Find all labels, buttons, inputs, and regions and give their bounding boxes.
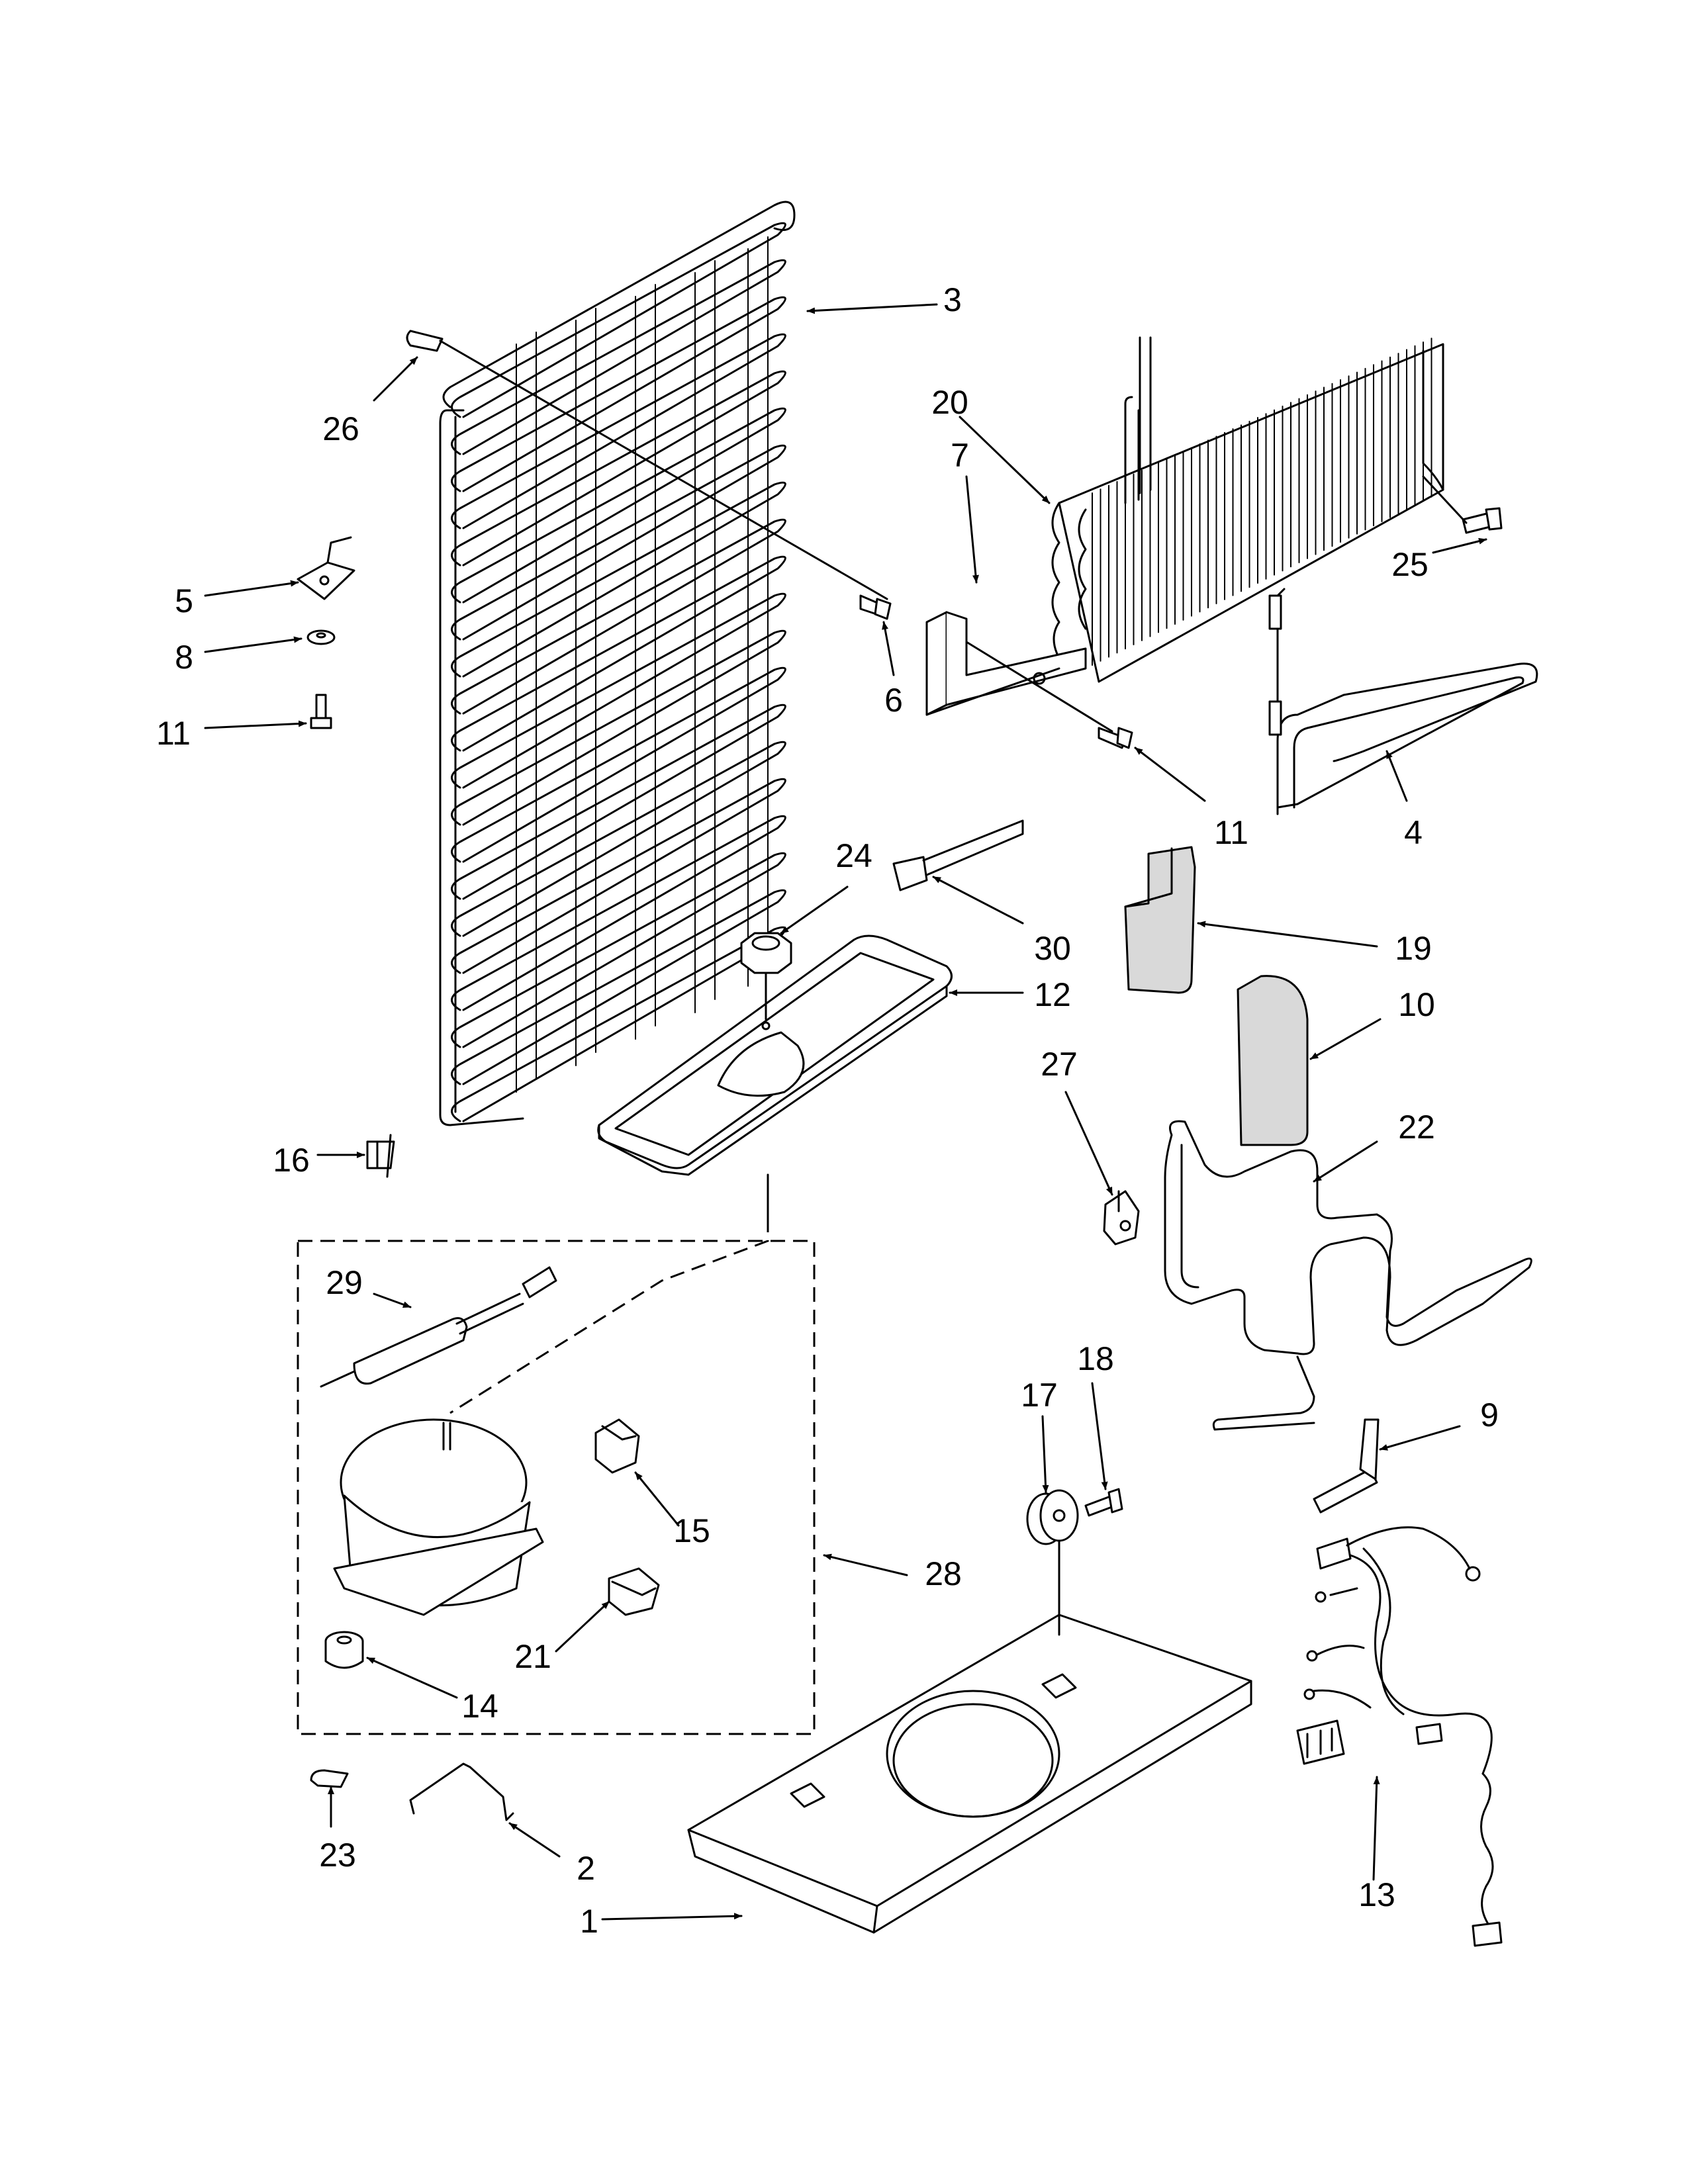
callout-21: 21 [514, 1638, 551, 1675]
callout-23: 23 [319, 1837, 356, 1874]
callout-4: 4 [1404, 814, 1423, 851]
callout-7: 7 [951, 437, 969, 474]
evaporator-bracket[interactable] [925, 611, 1087, 716]
callout-11-left: 11 [156, 715, 191, 752]
tube-9[interactable] [1313, 1418, 1380, 1514]
roller[interactable] [1026, 1489, 1079, 1545]
callout-24: 24 [835, 837, 872, 874]
drain-pan[interactable] [597, 934, 953, 1219]
callout-18: 18 [1077, 1340, 1114, 1377]
callout-1: 1 [580, 1903, 598, 1940]
callout-6: 6 [884, 682, 903, 719]
tube-clip-16[interactable] [366, 1134, 395, 1178]
callout-22: 22 [1398, 1109, 1435, 1146]
callout-5: 5 [175, 582, 193, 619]
callout-8: 8 [175, 639, 193, 676]
callout-9: 9 [1480, 1396, 1499, 1433]
hex-nut[interactable] [740, 932, 792, 974]
mounting-bracket[interactable] [297, 536, 355, 600]
callout-19: 19 [1395, 930, 1432, 967]
start-relay[interactable] [594, 1418, 640, 1474]
callout-25: 25 [1391, 546, 1429, 583]
grommet-washer[interactable] [306, 629, 336, 645]
callout-30: 30 [1034, 930, 1071, 967]
callout-14: 14 [461, 1688, 498, 1725]
compressor-assembly[interactable] [297, 1218, 816, 1735]
grommet-14[interactable] [324, 1631, 364, 1669]
screw-6[interactable] [859, 594, 892, 620]
wire-bracket-2[interactable] [409, 1762, 514, 1821]
roller-axle[interactable] [1084, 1488, 1123, 1517]
clip-23[interactable] [310, 1769, 349, 1788]
callout-10: 10 [1398, 986, 1435, 1023]
callout-20: 20 [931, 384, 968, 421]
screw-26[interactable] [406, 330, 888, 600]
foam-block-19[interactable] [1124, 846, 1196, 994]
callout-15: 15 [673, 1512, 710, 1549]
screw-25[interactable] [1422, 475, 1503, 534]
callout-labels: 3 20 7 25 26 5 8 11 6 11 4 24 30 19 12 1… [156, 281, 1499, 1940]
cable-tie[interactable] [892, 819, 1024, 891]
callout-26: 26 [322, 410, 359, 447]
evaporator-coil[interactable] [1051, 336, 1444, 683]
overload-protector[interactable] [608, 1567, 660, 1616]
wire-harness[interactable] [1296, 1526, 1503, 1947]
tube-clip-27[interactable] [1103, 1190, 1140, 1246]
callout-29: 29 [326, 1264, 363, 1301]
screw-11-right[interactable] [965, 641, 1133, 749]
base-pan[interactable] [687, 1541, 1252, 1934]
callout-12: 12 [1034, 976, 1071, 1013]
condenser-coil[interactable] [439, 201, 796, 1126]
callout-17: 17 [1021, 1377, 1058, 1414]
callout-2: 2 [577, 1850, 595, 1887]
callout-28: 28 [925, 1555, 962, 1592]
callout-16: 16 [273, 1142, 310, 1179]
suction-tube[interactable] [1164, 1120, 1532, 1431]
callout-3: 3 [943, 281, 962, 318]
filter-drier[interactable] [320, 1266, 557, 1388]
foam-block-10[interactable] [1237, 975, 1309, 1146]
callout-arrows [204, 303, 1487, 1921]
callout-13: 13 [1358, 1876, 1395, 1913]
screw-left[interactable] [310, 694, 332, 729]
callout-27: 27 [1041, 1046, 1078, 1083]
callout-11-right: 11 [1214, 814, 1248, 851]
defrost-heater[interactable] [1268, 588, 1538, 815]
